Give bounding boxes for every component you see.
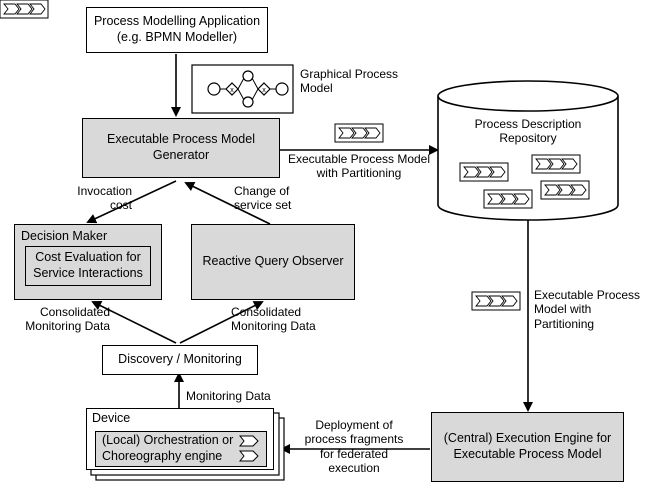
partitioned-model-icon-repo-4 <box>540 180 590 200</box>
discovery-monitoring-box: Discovery / Monitoring <box>102 345 258 375</box>
graphical-process-model-label: Graphical Process Model <box>300 67 399 96</box>
process-modelling-application-box: Process Modelling Application (e.g. BPMN… <box>86 7 268 53</box>
device-box: Device (Local) Orchestration or Choreogr… <box>86 408 274 470</box>
exec-model-partitioning-label-right: Executable Process Model with Partitioni… <box>534 288 641 331</box>
exec-model-partitioning-label-top: Executable Process Model with Partitioni… <box>287 152 431 181</box>
arrow-generator-to-decision <box>86 180 177 224</box>
partitioned-model-icon-top <box>334 123 384 143</box>
consolidated-monitoring-data-right: Consolidated Monitoring Data <box>231 305 316 334</box>
repository-cylinder <box>437 80 619 221</box>
arrow-observer-to-generator <box>184 182 271 225</box>
repository-label: Process Description Repository <box>474 117 582 146</box>
monitoring-data-label: Monitoring Data <box>186 389 271 403</box>
discovery-monitoring-label: Discovery / Monitoring <box>118 352 242 367</box>
generator-label: Executable Process Model Generator <box>107 132 255 162</box>
central-execution-engine-box: (Central) Execution Engine for Executabl… <box>431 412 624 482</box>
central-execution-engine-label: (Central) Execution Engine for Executabl… <box>443 431 612 461</box>
partitioned-model-icon-repo-2 <box>531 154 581 174</box>
change-of-service-set-label: Change of service set <box>234 184 292 213</box>
partitioned-model-icon-repo-3 <box>483 189 533 209</box>
reactive-query-observer-box: Reactive Query Observer <box>191 224 355 300</box>
cost-evaluation-box: Cost Evaluation for Service Interactions <box>25 246 151 286</box>
orchestration-engine-box: (Local) Orchestration or Choreography en… <box>95 431 267 467</box>
partitioned-model-icon-right <box>471 291 521 311</box>
svg-text:x: x <box>262 87 266 94</box>
partitioned-model-icon-repo-1 <box>459 162 509 182</box>
device-label: Device <box>92 411 131 425</box>
partitioned-model-icon <box>0 0 49 19</box>
arrow-discovery-to-observer <box>179 301 264 344</box>
decision-maker-box: Decision Maker Cost Evaluation for Servi… <box>14 224 162 300</box>
decision-maker-label: Decision Maker <box>21 229 108 243</box>
fragment-chevrons-icon <box>238 435 259 462</box>
deployment-label: Deployment of process fragments for fede… <box>304 418 404 476</box>
invocation-cost-label: Invocation cost <box>77 184 132 213</box>
consolidated-monitoring-data-left: Consolidated Monitoring Data <box>25 305 110 334</box>
arrow-discovery-to-decision <box>91 301 177 344</box>
graphical-model-icon: x x <box>191 64 294 114</box>
cost-evaluation-label: Cost Evaluation for Service Interactions <box>33 250 143 280</box>
executable-process-model-generator-box: Executable Process Model Generator <box>82 118 280 178</box>
reactive-query-observer-label: Reactive Query Observer <box>202 254 344 269</box>
orchestration-engine-label: (Local) Orchestration or Choreography en… <box>102 433 234 463</box>
process-modelling-application-label: Process Modelling Application (e.g. BPMN… <box>93 14 261 44</box>
svg-text:x: x <box>230 87 234 94</box>
